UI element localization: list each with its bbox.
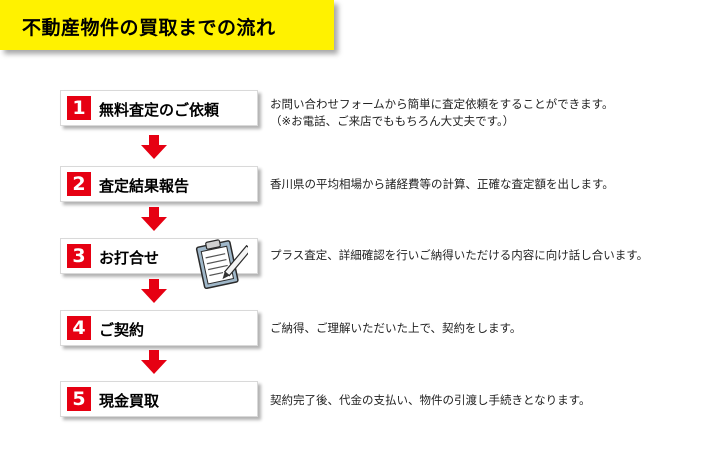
step-description-2: 香川県の平均相場から諸経費等の計算、正確な査定額を出します。: [270, 176, 614, 193]
down-arrow-icon: [141, 279, 167, 303]
step-label: 無料査定のご依頼: [99, 101, 220, 119]
step-label: 査定結果報告: [99, 177, 190, 195]
step-number: 3: [67, 244, 91, 268]
step-box-4: 4 ご契約: [60, 310, 258, 346]
description-line: 契約完了後、代金の支払い、物件の引渡し手続きとなります。: [270, 393, 591, 407]
description-line: プラス査定、詳細確認を行いご納得いただける内容に向け話し合います。: [270, 248, 649, 262]
step-description-1: お問い合わせフォームから簡単に査定依頼をすることができます。 （※お電話、ご来店…: [270, 96, 614, 130]
step-number: 5: [67, 387, 91, 411]
description-line: お問い合わせフォームから簡単に査定依頼をすることができます。: [270, 97, 614, 111]
description-line: （※お電話、ご来店でももちろん大丈夫です。）: [270, 114, 515, 128]
step-description-3: プラス査定、詳細確認を行いご納得いただける内容に向け話し合います。: [270, 247, 648, 264]
step-label: 現金買取: [99, 392, 160, 410]
down-arrow-icon: [141, 350, 167, 374]
step-label: お打合せ: [99, 249, 160, 267]
description-line: ご納得、ご理解いただいた上で、契約をします。: [270, 321, 522, 335]
clipboard-icon: [195, 239, 248, 289]
title-banner: 不動産物件の買取までの流れ: [0, 0, 334, 50]
description-line: 香川県の平均相場から諸経費等の計算、正確な査定額を出します。: [270, 177, 614, 191]
step-box-2: 2 査定結果報告: [60, 166, 258, 202]
step-number: 4: [67, 316, 91, 340]
step-number: 1: [67, 96, 91, 120]
page-title: 不動産物件の買取までの流れ: [22, 17, 276, 39]
step-description-5: 契約完了後、代金の支払い、物件の引渡し手続きとなります。: [270, 392, 591, 409]
down-arrow-icon: [141, 135, 167, 159]
step-box-1: 1 無料査定のご依頼: [60, 90, 258, 126]
step-box-5: 5 現金買取: [60, 381, 258, 417]
step-number: 2: [67, 172, 91, 196]
step-label: ご契約: [99, 321, 145, 339]
step-description-4: ご納得、ご理解いただいた上で、契約をします。: [270, 320, 521, 337]
down-arrow-icon: [141, 207, 167, 231]
